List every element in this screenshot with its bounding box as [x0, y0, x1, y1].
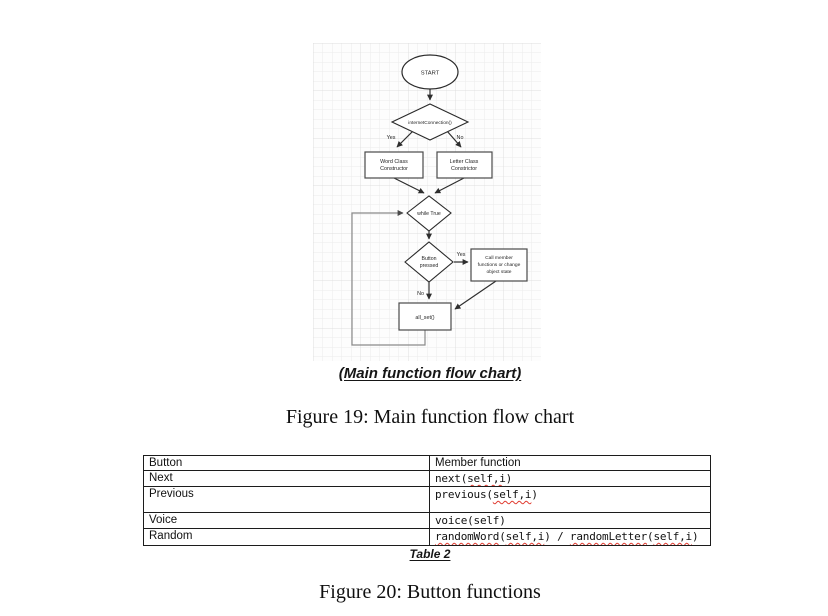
cell-button-random: Random	[143, 528, 430, 546]
edge-label-no2: No	[417, 291, 424, 297]
all-set-node	[398, 302, 452, 331]
button-pressed-label-line2: pressed	[420, 263, 439, 269]
edge-letter-to-while	[434, 177, 465, 194]
letter-constructor-label-line1: Letter Class	[450, 159, 479, 165]
loop-edge	[351, 210, 426, 346]
table-header-row: Button Member function	[143, 455, 711, 471]
edge-call-to-allset	[454, 280, 497, 310]
internet-check-diamond	[390, 103, 470, 141]
word-constructor-label-line2: Constructor	[380, 166, 408, 172]
table-row: Random randomWord(self,i) / randomLetter…	[143, 528, 711, 546]
button-pressed-diamond	[404, 241, 454, 283]
word-constructor-label-line1: Word Class	[380, 159, 408, 165]
edge-label-yes2: Yes	[457, 252, 466, 258]
figure-20-caption: Figure 20: Button functions	[319, 581, 541, 603]
cell-button-previous: Previous	[143, 486, 430, 513]
edge-yes-to-word	[396, 130, 414, 148]
call-member-node	[470, 248, 528, 282]
header-member-function: Member function	[429, 455, 711, 471]
edge-label-no1: No	[457, 135, 464, 141]
cell-button-next: Next	[143, 470, 430, 487]
table-row: Previous previous(self,i)	[143, 486, 711, 513]
table-2-caption-text: Table 2	[409, 547, 451, 561]
call-member-label-line3: object state	[486, 269, 511, 275]
figure-19-caption: Figure 19: Main function flow chart	[285, 406, 575, 428]
internet-check-label: internetConnection()	[408, 120, 452, 126]
cell-function-voice: voice(self)	[429, 512, 711, 529]
edge-label-yes1: Yes	[387, 135, 396, 141]
cell-function-previous: previous(self,i)	[429, 486, 711, 513]
flowchart-image: START internetConnection() Yes No Word C…	[313, 43, 541, 361]
cell-function-next: next(self,i)	[429, 470, 711, 487]
start-node	[401, 54, 459, 90]
while-true-label: while True	[417, 211, 441, 217]
header-button: Button	[143, 455, 430, 471]
table-row: Voice voice(self)	[143, 512, 711, 529]
start-label: START	[421, 71, 440, 77]
edge-word-to-while	[393, 177, 425, 194]
call-member-label-line1: Call member	[485, 255, 513, 261]
edge-no-to-letter	[446, 130, 462, 148]
flowchart-inner-caption-text: (Main function flow chart)	[338, 365, 522, 382]
cell-function-random: randomWord(self,i) / randomLetter(self,i…	[429, 528, 711, 546]
button-functions-table: Button Member function Next next(self,i)…	[143, 455, 711, 546]
while-true-diamond	[406, 195, 452, 232]
call-member-label-line2: functions or change	[478, 262, 521, 268]
all-set-label: all_set()	[415, 315, 434, 321]
flowchart-inner-caption: (Main function flow chart)	[32, 365, 828, 382]
cell-button-voice: Voice	[143, 512, 430, 529]
table-row: Next next(self,i)	[143, 470, 711, 487]
letter-constructor-label-line2: Constrictor	[451, 166, 477, 172]
table-2-caption: Table 2	[32, 547, 828, 561]
letter-constructor-node	[436, 151, 493, 179]
word-constructor-node	[364, 151, 424, 179]
button-pressed-label-line1: Button	[422, 256, 437, 262]
